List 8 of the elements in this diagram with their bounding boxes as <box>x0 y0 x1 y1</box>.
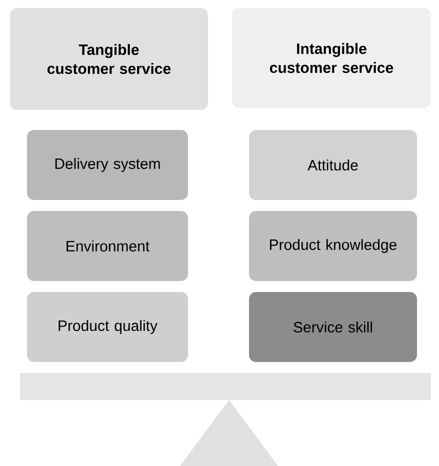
header-box: Tangible customer service <box>10 8 208 110</box>
item-box: Product knowledge <box>249 211 417 281</box>
item-box: Attitude <box>249 130 417 200</box>
header-box: Intangible customer service <box>232 8 431 108</box>
item-box: Delivery system <box>27 130 188 200</box>
item-box: Service skill <box>249 292 417 362</box>
item-box: Environment <box>27 211 188 281</box>
item-box: Product quality <box>27 292 188 362</box>
